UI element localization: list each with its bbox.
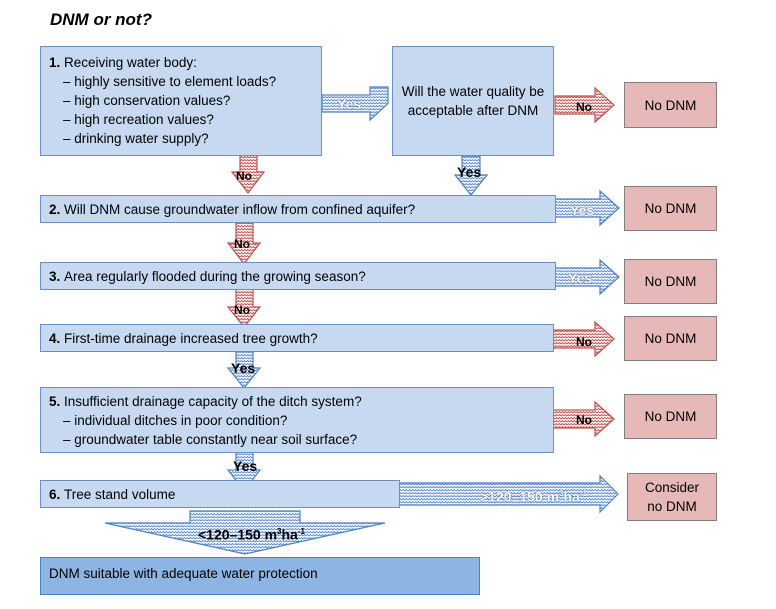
- label-no-water: No: [576, 100, 592, 114]
- question-2-text: Will DNM cause groundwater inflow from c…: [64, 201, 416, 217]
- volume-low-sup1: 3: [277, 527, 282, 536]
- volume-low-sup2: -1: [297, 527, 305, 536]
- question-4-text: First-time drainage increased tree growt…: [64, 330, 318, 346]
- question-1-item: – highly sensitive to element loads?: [63, 74, 277, 89]
- question-2-number: 2.: [49, 201, 61, 217]
- label-no-q2: No: [234, 237, 250, 251]
- arrow-no-water: [554, 86, 615, 124]
- no-dnm-outcome-1: No DNM: [624, 82, 717, 128]
- arrow-yes-q3: [554, 258, 620, 296]
- question-6-box: 6. Tree stand volume: [40, 480, 400, 508]
- question-5-text: Insufficient drainage capacity of the di…: [64, 394, 362, 409]
- label-no-q1: No: [236, 169, 252, 183]
- no-dnm-outcome-3: No DNM: [624, 259, 717, 304]
- question-1-title: Receiving water body:: [64, 55, 197, 70]
- question-1-item: – drinking water supply?: [63, 131, 209, 146]
- arrow-no-q4: [552, 320, 615, 358]
- label-yes-q1: Yes: [337, 96, 362, 112]
- arrow-yes-q2: [554, 189, 620, 227]
- final-outcome-box: DNM suitable with adequate water protect…: [40, 557, 480, 595]
- question-6-text: Tree stand volume: [64, 486, 176, 502]
- question-5-number: 5.: [49, 394, 61, 409]
- label-volume-high: >120–150 m3ha-1: [480, 486, 587, 505]
- arrow-volume-high: [398, 474, 619, 514]
- water-quality-question: Will the water quality be acceptable aft…: [401, 84, 545, 118]
- question-2-box: 2. Will DNM cause groundwater inflow fro…: [40, 195, 556, 223]
- label-yes-q3: Yes: [568, 270, 593, 286]
- volume-high-sup2: -1: [579, 489, 587, 498]
- volume-high-mid: ha: [563, 488, 580, 505]
- final-outcome-text: DNM suitable with adequate water protect…: [49, 566, 318, 581]
- no-dnm-outcome-4: No DNM: [624, 316, 717, 361]
- volume-low-prefix: <120–150 m: [198, 526, 278, 543]
- volume-high-prefix: >120–150 m: [480, 488, 560, 505]
- arrow-volume-low: [104, 510, 386, 555]
- arrow-no-q3: [226, 288, 262, 328]
- label-no-q4: No: [576, 335, 592, 349]
- question-1-item: – high conservation values?: [63, 93, 231, 108]
- question-5-box: 5. Insufficient drainage capacity of the…: [40, 387, 554, 453]
- question-3-number: 3.: [49, 268, 61, 284]
- label-no-q3: No: [234, 303, 250, 317]
- page-title: DNM or not?: [50, 10, 152, 29]
- label-yes-water: Yes: [457, 164, 482, 180]
- question-3-box: 3. Area regularly flooded during the gro…: [40, 262, 556, 290]
- volume-low-mid: ha: [281, 526, 298, 543]
- question-5-item: – individual ditches in poor condition?: [63, 413, 288, 428]
- question-3-text: Area regularly flooded during the growin…: [64, 268, 366, 284]
- label-yes-q5: Yes: [233, 458, 258, 474]
- arrow-yes-water: [453, 155, 489, 196]
- no-dnm-outcome-2: No DNM: [624, 186, 717, 231]
- label-yes-q2: Yes: [570, 202, 595, 218]
- arrow-no-q2: [226, 222, 262, 265]
- question-1-item: – high recreation values?: [63, 112, 214, 127]
- label-volume-low: <120–150 m3ha-1: [198, 524, 305, 543]
- label-no-q5: No: [576, 413, 592, 427]
- question-4-box: 4. First-time drainage increased tree gr…: [40, 324, 554, 352]
- label-yes-q4: Yes: [231, 360, 256, 376]
- arrow-no-q5: [552, 400, 615, 438]
- no-dnm-outcome-5: No DNM: [624, 394, 717, 439]
- arrow-yes-q1-water: [321, 86, 389, 122]
- volume-high-sup1: 3: [559, 489, 564, 498]
- arrow-yes-q4: [226, 350, 262, 389]
- question-5-item: – groundwater table constantly near soil…: [63, 432, 358, 447]
- consider-no-dnm-outcome: Consider no DNM: [627, 473, 717, 521]
- question-6-number: 6.: [49, 486, 61, 502]
- question-1-number: 1.: [49, 55, 61, 70]
- question-4-number: 4.: [49, 330, 61, 346]
- water-quality-box: Will the water quality be acceptable aft…: [392, 46, 554, 156]
- question-1-box: 1. Receiving water body: – highly sensit…: [40, 46, 322, 156]
